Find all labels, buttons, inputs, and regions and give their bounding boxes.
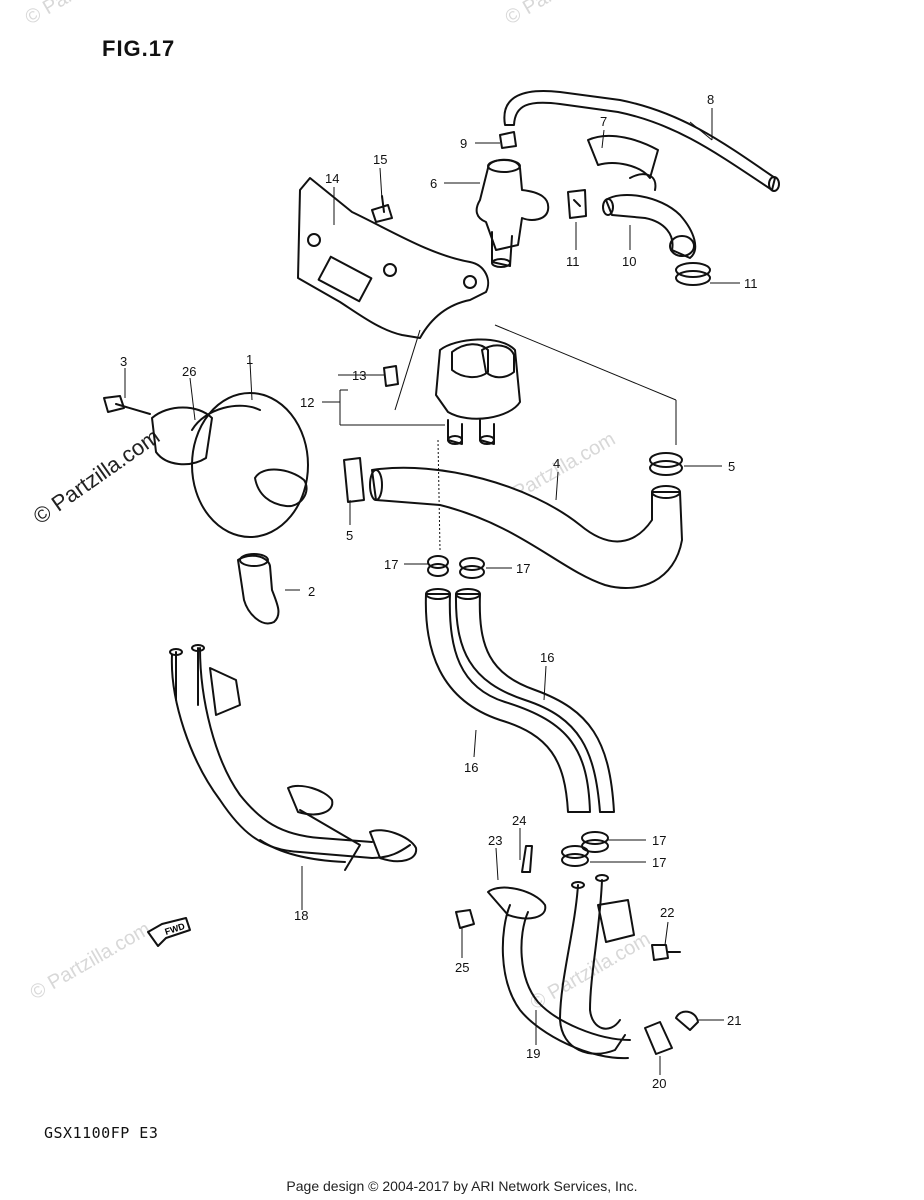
hose-4 — [369, 466, 683, 589]
clip-9 — [499, 131, 517, 149]
bolt-3 — [103, 395, 151, 415]
clamp-17-upper-right — [459, 557, 485, 579]
callout-10: 10 — [622, 254, 636, 269]
watermark-faint: © Partzilla.com — [27, 918, 155, 1004]
callout-18: 18 — [294, 908, 308, 923]
callout-1: 1 — [246, 352, 253, 367]
callout-26: 26 — [182, 364, 196, 379]
callout-11: 11 — [744, 276, 758, 291]
gasket-20 — [644, 1021, 673, 1055]
bracket-14 — [297, 177, 490, 339]
leader-lines — [124, 108, 740, 1075]
callout-2: 2 — [308, 584, 315, 599]
hose-10 — [602, 194, 697, 259]
bolt-22 — [651, 944, 681, 961]
callout-20: 20 — [652, 1076, 666, 1091]
callout-12: 12 — [300, 395, 314, 410]
cover-7 — [587, 134, 659, 191]
callout-9: 9 — [460, 136, 467, 151]
callout-17: 17 — [384, 557, 398, 572]
hose-16-pair — [424, 588, 615, 813]
callout-13: 13 — [352, 368, 366, 383]
pai-cleaner-1 — [191, 392, 309, 538]
callout-15: 15 — [373, 152, 387, 167]
joint-26 — [151, 406, 213, 466]
clamp-5-left — [343, 457, 365, 503]
callout-4: 4 — [553, 456, 560, 471]
callout-17: 17 — [516, 561, 530, 576]
watermark-faint: © Partzilla.com — [22, 0, 150, 29]
clamp-11-small — [567, 189, 587, 219]
callout-16: 16 — [540, 650, 554, 665]
callout-7: 7 — [600, 114, 607, 129]
callout-5: 5 — [346, 528, 353, 543]
callout-16: 16 — [464, 760, 478, 775]
watermark-faint: © Partzilla.com — [502, 0, 630, 29]
page-footer: Page design © 2004-2017 by ARI Network S… — [286, 1178, 638, 1194]
callout-5: 5 — [728, 459, 735, 474]
clip-21 — [675, 1010, 699, 1031]
watermark-main: © Partzilla.com — [29, 424, 165, 530]
callout-14: 14 — [325, 171, 339, 186]
callout-6: 6 — [430, 176, 437, 191]
callout-25: 25 — [455, 960, 469, 975]
clamp-17-lower-b — [561, 845, 589, 867]
callout-23: 23 — [488, 833, 502, 848]
callout-22: 22 — [660, 905, 674, 920]
fwd-arrow-icon: FWD — [147, 917, 191, 947]
callout-21: 21 — [727, 1013, 741, 1028]
hose-2 — [237, 553, 280, 625]
hose-8 — [503, 90, 780, 192]
reed-valve-6 — [475, 158, 550, 268]
callout-24: 24 — [512, 813, 526, 828]
callout-8: 8 — [707, 92, 714, 107]
clamp-17-upper-left — [427, 555, 449, 577]
clamp-11-right — [675, 262, 711, 286]
callout-11: 11 — [566, 254, 580, 269]
nut-25 — [455, 909, 475, 929]
pipe-19 — [487, 874, 635, 1060]
callout-3: 3 — [120, 354, 127, 369]
callout-17: 17 — [652, 855, 666, 870]
clamp-5-right — [649, 452, 683, 476]
figure-title: FIG.17 — [102, 36, 176, 61]
callout-labels: 1 2 3 4 5 5 6 7 8 9 10 11 11 12 13 14 15… — [120, 92, 758, 1091]
air-cut-valve-12 — [435, 338, 521, 445]
pipe-18 — [169, 644, 418, 871]
callout-17: 17 — [652, 833, 666, 848]
stud-24 — [521, 845, 533, 873]
screw-13 — [383, 365, 399, 387]
callout-19: 19 — [526, 1046, 540, 1061]
model-code: GSX1100FP E3 — [44, 1124, 159, 1142]
